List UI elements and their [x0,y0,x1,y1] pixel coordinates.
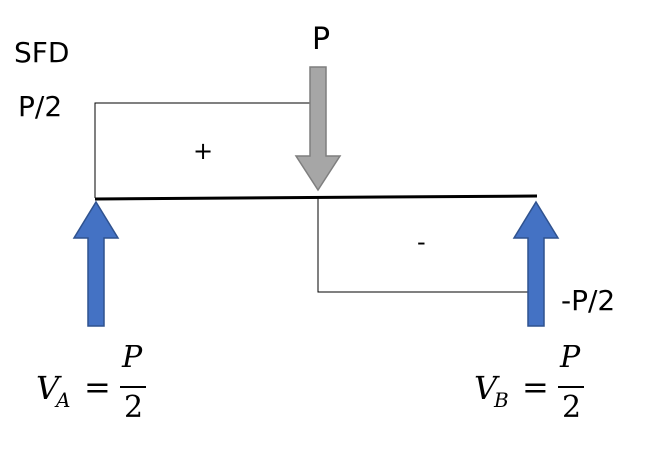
reaction-a-subscript: A [56,388,71,412]
reaction-b-arrow-icon [512,200,560,327]
reaction-a-numerator: P [122,340,143,375]
positive-sign: + [193,137,214,165]
reaction-b-symbol: V [474,369,498,407]
reaction-b-equation: V B = P 2 [474,340,604,430]
reaction-a-equation: V A = P 2 [36,340,166,430]
reaction-b-denominator: 2 [562,390,582,425]
reaction-b-subscript: B [494,388,509,412]
reaction-a-fraction-bar [120,386,146,388]
reaction-b-fraction-bar [558,386,584,388]
reaction-a-operator: = [84,368,111,406]
beam-line [94,194,538,201]
reaction-a-arrow-icon [72,200,120,327]
negative-sign: - [417,228,426,256]
reaction-b-numerator: P [560,340,581,375]
shear-positive-value: P/2 [18,90,63,123]
shear-negative-value: -P/2 [561,284,616,317]
point-load-arrow-icon [294,66,342,192]
reaction-a-denominator: 2 [124,390,144,425]
sfd-negative-region [317,198,528,293]
load-label: P [312,22,331,57]
reaction-a-symbol: V [36,369,60,407]
reaction-b-operator: = [522,368,549,406]
diagram-title: SFD [14,36,70,69]
sfd-positive-region [94,102,318,198]
